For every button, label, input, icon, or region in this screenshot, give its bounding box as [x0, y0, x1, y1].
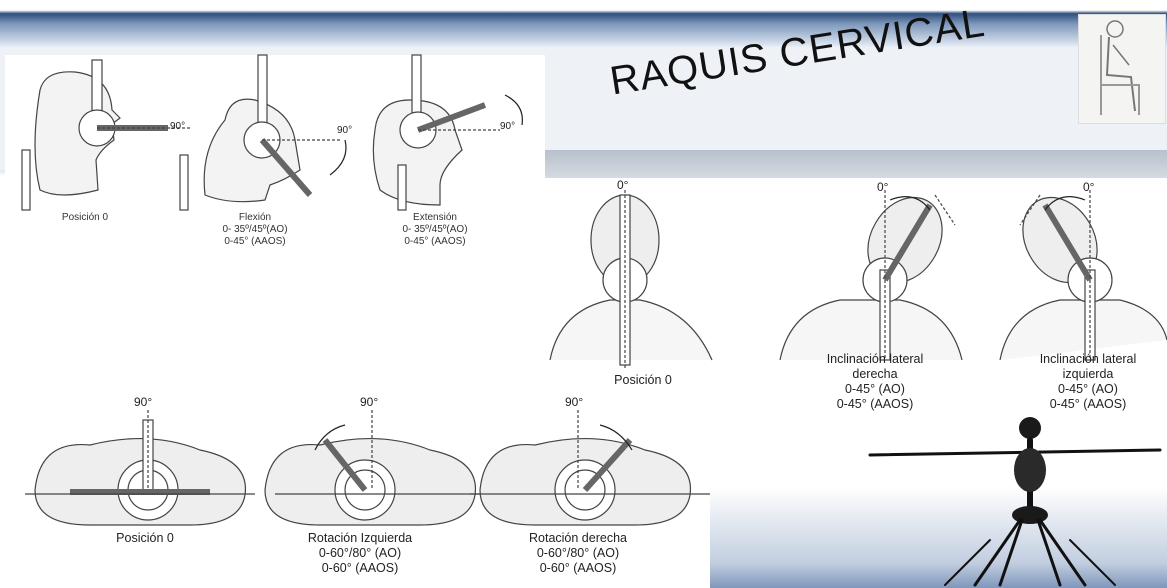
skeleton-icon — [870, 417, 1160, 585]
